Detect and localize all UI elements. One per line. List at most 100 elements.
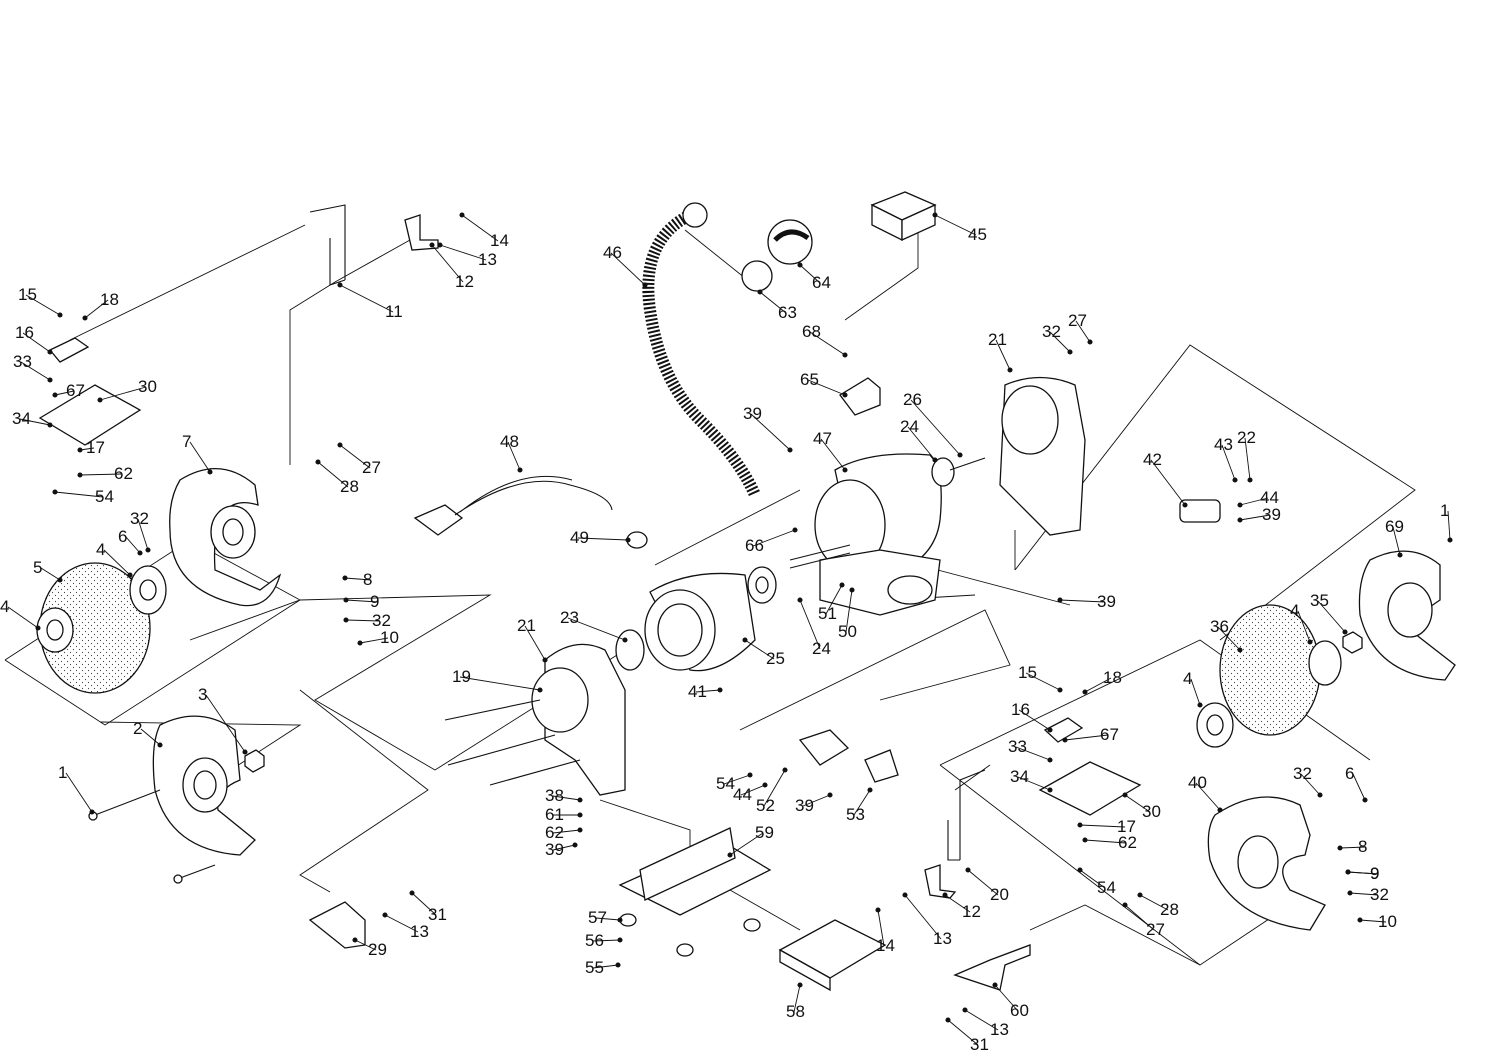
callout-number: 18	[100, 290, 119, 309]
lamp-bulb	[741, 260, 773, 292]
callout-number: 51	[818, 604, 837, 623]
leader-line	[1300, 773, 1321, 796]
leader-line	[1084, 839, 1127, 844]
callout-number: 13	[933, 929, 952, 948]
callout-number: 30	[1142, 802, 1161, 821]
leader-dot	[429, 242, 435, 248]
leader-dot	[617, 937, 623, 943]
leader-dot	[965, 867, 971, 873]
leaders	[7, 212, 1453, 1046]
leader-line	[1349, 892, 1379, 896]
fan-bracket	[798, 729, 850, 766]
callout-number: 63	[778, 303, 797, 322]
callout-number: 47	[813, 429, 832, 448]
leader-dot	[89, 809, 95, 815]
wheel-guard-outer-right	[1358, 550, 1456, 681]
leader-dot	[409, 890, 415, 896]
callout-number: 39	[545, 840, 564, 859]
leader-dot	[932, 212, 938, 218]
leader-line	[1190, 678, 1201, 706]
leader-line	[1150, 459, 1186, 506]
leader-dot	[577, 827, 583, 833]
leader-dot	[1337, 845, 1343, 851]
leader-dot	[577, 812, 583, 818]
leader-dot	[1345, 869, 1351, 875]
leader-line	[1025, 672, 1061, 691]
leader-dot	[782, 767, 788, 773]
leader-dot	[1047, 727, 1053, 733]
callout-number: 58	[786, 1002, 805, 1021]
leader-dot	[875, 907, 881, 913]
callout-number: 67	[1100, 725, 1119, 744]
leader-dot	[842, 392, 848, 398]
callout-number: 60	[1010, 1001, 1029, 1020]
leader-line	[344, 577, 372, 581]
callout-number: 8	[363, 570, 372, 589]
power-cord	[413, 475, 613, 536]
leader-line	[853, 789, 871, 816]
rest-bracket-right	[1043, 717, 1084, 743]
leader-line	[577, 537, 629, 541]
callout-number: 62	[1118, 833, 1137, 852]
leader-dot	[1057, 687, 1063, 693]
leader-dot	[747, 772, 753, 778]
bracket-bottom-left	[308, 901, 366, 949]
leader-dot	[797, 262, 803, 268]
leader-line	[1317, 600, 1346, 633]
leader-line	[592, 964, 619, 969]
callout-number: 39	[795, 796, 814, 815]
leader-dot	[517, 467, 523, 473]
leader-line	[723, 774, 751, 785]
leader-line	[1239, 497, 1269, 506]
callout-number: 54	[95, 487, 114, 506]
callout-number: 32	[372, 611, 391, 630]
leader-line	[610, 252, 646, 286]
callout-number: 5	[33, 558, 42, 577]
leader-dot	[1307, 639, 1313, 645]
leader-dot	[1362, 797, 1368, 803]
callout-number: 53	[846, 805, 865, 824]
leader-dot	[1082, 837, 1088, 843]
tool-rest-right	[1038, 761, 1142, 816]
callout-number: 18	[1103, 668, 1122, 687]
leader-dot	[1347, 890, 1353, 896]
lamp-shade	[767, 219, 813, 265]
leader-line	[1059, 599, 1106, 603]
callout-number: 13	[478, 250, 497, 269]
guard-bolts-left	[88, 789, 216, 884]
callout-number: 11	[385, 302, 403, 321]
callout-number: 1	[1440, 501, 1449, 520]
leader-line	[317, 461, 349, 488]
leader-dot	[459, 212, 465, 218]
callout-number: 27	[1068, 311, 1087, 330]
leader-line	[1239, 514, 1271, 521]
callout-number: 54	[1097, 878, 1116, 897]
leader-dot	[1077, 867, 1083, 873]
leader-dot	[1082, 689, 1088, 695]
end-cover-left	[531, 643, 626, 796]
leader-line	[79, 473, 123, 476]
callout-number: 41	[688, 682, 707, 701]
leader-line	[1359, 919, 1387, 923]
leader-line	[1352, 773, 1366, 801]
leader-dot	[47, 349, 53, 355]
callout-number: 40	[1188, 773, 1207, 792]
leader-dot	[1342, 629, 1348, 635]
leader-line	[877, 909, 885, 947]
leader-dot	[757, 289, 763, 295]
callout-number: 25	[766, 649, 785, 668]
leader-dot	[717, 687, 723, 693]
drawer	[778, 919, 887, 992]
leader-dot	[97, 397, 103, 403]
callout-number: 33	[1008, 737, 1027, 756]
leader-dot	[787, 447, 793, 453]
nut-right	[1342, 631, 1363, 654]
leader-dot	[352, 937, 358, 943]
leader-line	[40, 567, 61, 581]
callout-number: 28	[340, 477, 359, 496]
leader-line	[140, 728, 161, 746]
leader-line	[411, 892, 437, 916]
leader-dot	[207, 469, 213, 475]
